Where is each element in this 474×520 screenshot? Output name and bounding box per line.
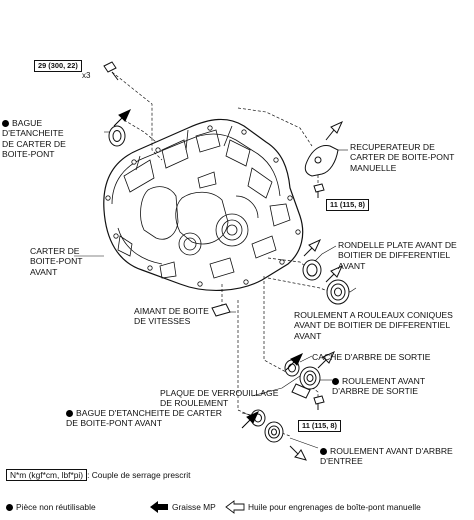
label-plaque: PLAQUE DE VERROUILLAGE DE ROULEMENT — [160, 388, 279, 409]
label-bague-avant: BAGUE D'ETANCHEITE DE CARTER DE BOITE-PO… — [66, 408, 223, 429]
label-roulement-entree: ROULEMENT AVANT D'ARBRE D'ENTREE — [320, 446, 453, 467]
oil-arrow-recuperator — [325, 120, 344, 141]
grease-arrow-front-seal — [241, 410, 260, 429]
legend-oil-icon — [225, 500, 245, 514]
label-bague-carter: BAGUE D'ETANCHEITE DE CARTER DE BOITE-PO… — [2, 118, 66, 160]
top-bolt-drawing — [103, 61, 119, 81]
non-reusable-dot-icon — [320, 447, 327, 455]
torque-spec-recuperator-bolt: 11 (115, 8) — [326, 199, 369, 211]
label-recuperateur: RECUPERATEUR DE CARTER DE BOITE-PONT MAN… — [350, 142, 455, 173]
lock-plate-drawing — [291, 383, 325, 410]
oil-arrow-input-bearing — [289, 445, 307, 461]
non-reusable-dot-icon — [6, 503, 13, 511]
non-reusable-dot-icon — [66, 409, 73, 417]
torque-spec-top-bolt: 29 (300, 22) — [34, 60, 82, 72]
label-rondelle: RONDELLE PLATE AVANT DE BOITIER DE DIFFE… — [338, 240, 457, 271]
label-carter-avant: CARTER DE BOITE-PONT AVANT — [30, 246, 83, 277]
grease-arrow-case-seal — [113, 108, 132, 127]
legend-torque-unit: N*m (kgf*cm, lbf*pi): Couple de serrage … — [6, 469, 191, 481]
diff-bearing-dash-line — [267, 277, 331, 293]
non-reusable-dot-icon — [2, 119, 9, 127]
legend-icons — [150, 500, 245, 514]
grease-arrows — [113, 108, 304, 429]
washer-drawing — [302, 259, 322, 281]
legend-unit-description: : Couple de serrage prescrit — [87, 470, 191, 480]
torque-spec-bearing-bolt: 11 (115, 8) — [298, 420, 341, 432]
recuperator-drawing — [304, 145, 339, 198]
oil-arrows — [289, 120, 344, 461]
legend-grease: Graisse MP — [172, 502, 216, 512]
transaxle-case-drawing — [103, 118, 304, 291]
non-reusable-dot-icon — [332, 377, 339, 385]
oil-arrow-diff-bearing — [325, 264, 344, 283]
legend-oil: Huile pour engrenages de boîte-pont manu… — [248, 502, 421, 512]
label-roulement-coniques: ROULEMENT A ROULEAUX CONIQUES AVANT DE B… — [294, 310, 453, 341]
output-bearing-drawing — [299, 366, 321, 390]
top-bolt-dash-line — [111, 71, 163, 161]
top-bolt-quantity: x3 — [82, 71, 91, 80]
label-roulement-sortie: ROULEMENT AVANT D'ARBRE DE SORTIE — [332, 376, 426, 397]
diff-bearing-drawing — [326, 279, 350, 305]
label-cache-arbre: CACHE D'ARBRE DE SORTIE — [312, 352, 431, 362]
seal-dash-line — [123, 119, 157, 143]
legend-unit-box: N*m (kgf*cm, lbf*pi) — [6, 469, 88, 481]
recuperator-dash-line — [237, 107, 313, 147]
magnet-drawing — [211, 303, 231, 317]
legend-non-reusable: Pièce non réutilisable — [6, 502, 96, 512]
oil-arrow-washer — [303, 238, 322, 257]
input-shaft-dash-line — [237, 300, 257, 419]
output-shaft-dash-line — [263, 276, 287, 373]
legend-grease-icon — [150, 501, 168, 513]
case-oil-seal-drawing — [108, 125, 126, 147]
oil-arrow-output-bearing — [317, 350, 336, 369]
label-aimant: AIMANT DE BOITE DE VITESSES — [134, 306, 209, 327]
grease-arrow-output-cover — [285, 352, 304, 371]
input-bearing-drawing — [264, 421, 284, 443]
